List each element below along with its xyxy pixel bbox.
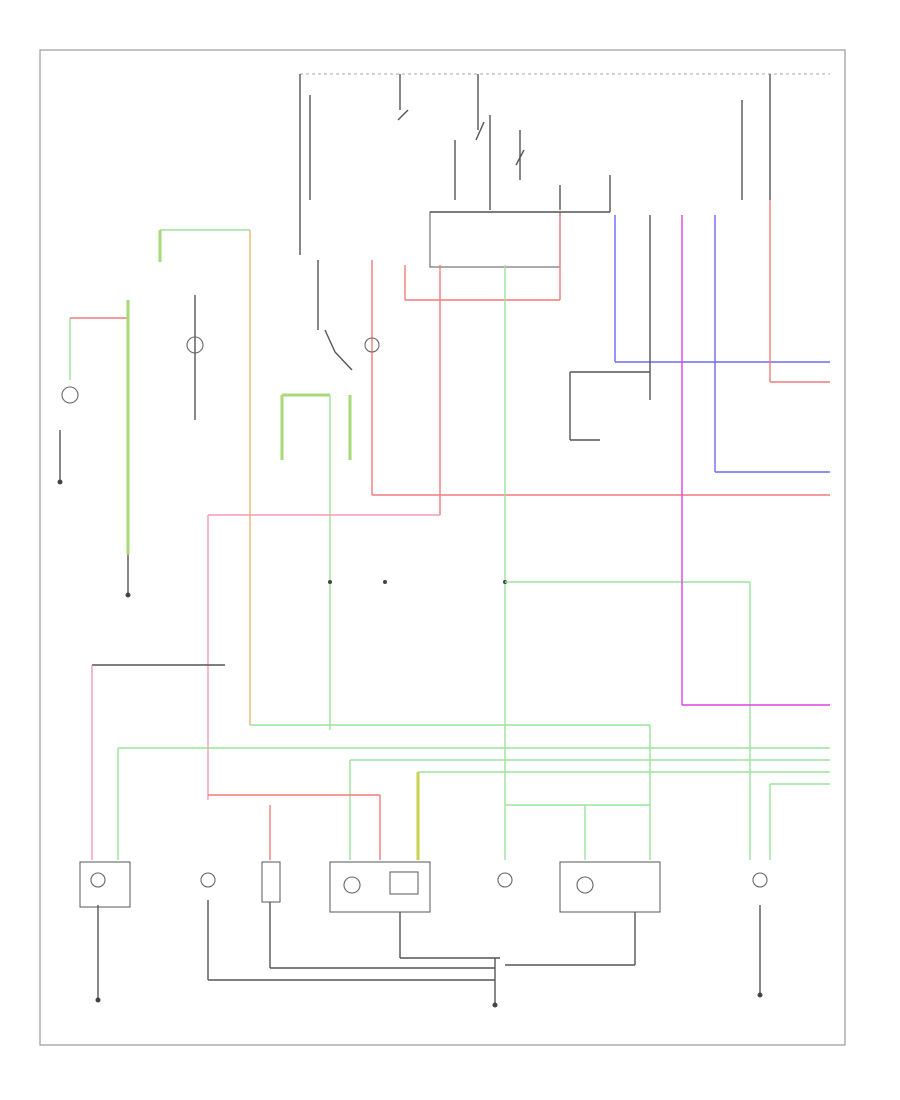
left-ground-symbol (57, 479, 63, 485)
left-side-lamp-bulb (200, 872, 216, 888)
right-ground-point (757, 992, 763, 998)
left-combination-inner (389, 871, 419, 895)
output-buses (117, 724, 830, 860)
center-ground-point (492, 1002, 498, 1008)
left-wiring (59, 229, 251, 725)
middle-switch-section (207, 215, 830, 860)
middle-splice (383, 580, 387, 584)
lamp-row (57, 479, 768, 1008)
left-sensor-lamp (186, 336, 204, 354)
right-combination-bulb (576, 876, 594, 894)
transmission-splice (328, 580, 332, 584)
left-ground-point (95, 997, 101, 1003)
diagram-frame (39, 49, 846, 1046)
left-combination-lamp-housing (329, 861, 431, 913)
left-front-lamp-bulb (90, 872, 106, 888)
left-upper-ground-point (125, 592, 131, 598)
right-front-lamp-bulb (752, 872, 768, 888)
right-combination-lamp-housing (559, 861, 661, 913)
left-combination-bulb (343, 876, 361, 894)
headlamp-relay-box (429, 211, 561, 268)
left-turn-lamp-housing (261, 861, 281, 903)
left-junction-lamp (61, 386, 79, 404)
center-lamp-bulb (497, 872, 513, 888)
left-front-lamp-housing (79, 861, 131, 908)
right-wiring (569, 200, 830, 706)
middle-switch-lamp (364, 337, 380, 353)
fuse-relay-section (299, 74, 771, 268)
